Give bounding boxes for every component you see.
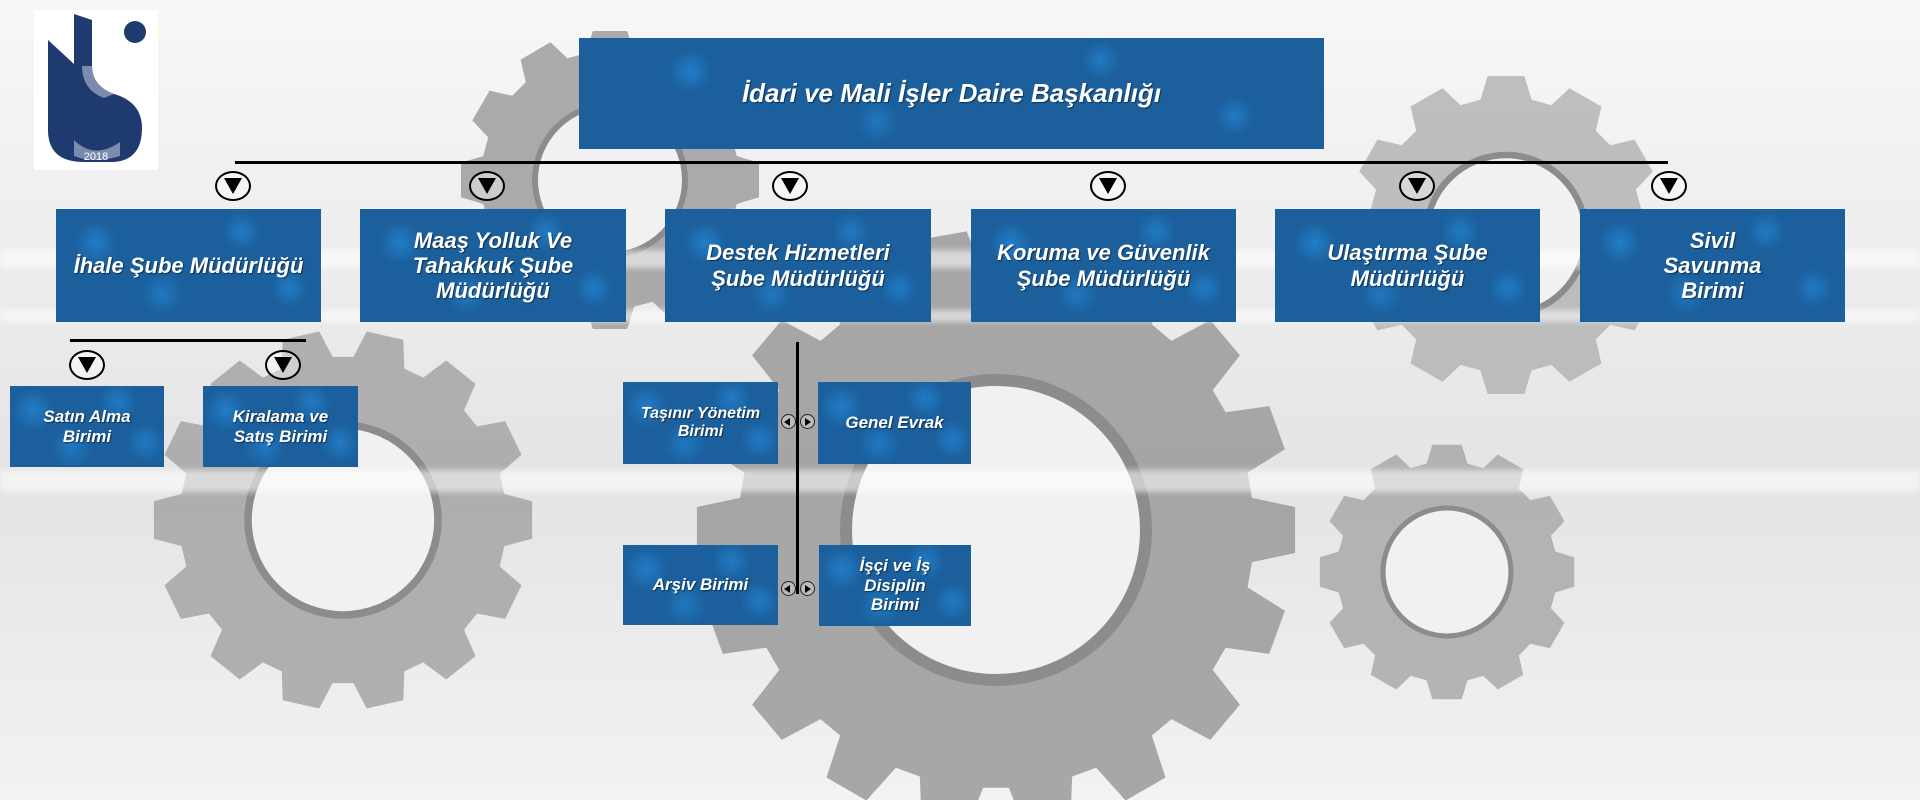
chevron-right-icon: [800, 414, 815, 429]
department-sivil-savunma[interactable]: Sivil Savunma Birimi: [1580, 209, 1845, 322]
chevron-down-icon: [215, 171, 251, 201]
chevron-down-icon: [772, 171, 808, 201]
chevron-down-icon: [469, 171, 505, 201]
chevron-right-icon: [800, 581, 815, 596]
department-label: Sivil Savunma Birimi: [1663, 227, 1762, 304]
chevron-down-icon: [1090, 171, 1126, 201]
department-label: Ulaştırma Şube Müdürlüğü: [1327, 240, 1488, 291]
department-ihale[interactable]: İhale Şube Müdürlüğü: [56, 209, 321, 322]
unit-label: Kiralama ve Satış Birimi: [232, 406, 329, 446]
department-label: Destek Hizmetleri Şube Müdürlüğü: [706, 240, 890, 291]
gear-hole: [1380, 505, 1514, 639]
department-label: Maaş Yolluk Ve Tahakkuk Şube Müdürlüğü: [412, 227, 574, 304]
chevron-left-icon: [781, 414, 796, 429]
head-box[interactable]: İdari ve Mali İşler Daire Başkanlığı: [579, 38, 1324, 149]
department-destek[interactable]: Destek Hizmetleri Şube Müdürlüğü: [665, 209, 931, 322]
unit-label: Genel Evrak: [845, 413, 944, 433]
department-label: İhale Şube Müdürlüğü: [73, 252, 304, 278]
unit-satin-alma[interactable]: Satın Alma Birimi: [10, 386, 164, 467]
unit-label: Satın Alma Birimi: [43, 406, 131, 446]
department-label: Koruma ve Güvenlik Şube Müdürlüğü: [997, 240, 1210, 291]
unit-kiralama[interactable]: Kiralama ve Satış Birimi: [203, 386, 358, 467]
unit-arsiv[interactable]: Arşiv Birimi: [623, 545, 778, 625]
unit-tasinir[interactable]: Taşınır Yönetim Birimi: [623, 382, 778, 464]
chevron-down-icon: [1651, 171, 1687, 201]
head-label: İdari ve Mali İşler Daire Başkanlığı: [741, 77, 1162, 108]
unit-label: İşçi ve İş Disiplin Birimi: [859, 556, 931, 615]
logo-year: 2018: [84, 151, 108, 163]
background-streak: [0, 470, 1920, 492]
unit-label: Taşınır Yönetim Birimi: [640, 404, 761, 440]
unit-genel-evrak[interactable]: Genel Evrak: [818, 382, 971, 464]
chevron-down-icon: [265, 350, 301, 380]
unit-label: Arşiv Birimi: [652, 575, 749, 595]
destek-connector-line: [796, 342, 799, 594]
unit-isci-is-disiplin[interactable]: İşçi ve İş Disiplin Birimi: [819, 545, 971, 626]
chevron-down-icon: [69, 350, 105, 380]
department-koruma[interactable]: Koruma ve Güvenlik Şube Müdürlüğü: [971, 209, 1236, 322]
university-logo: 2018: [34, 10, 158, 170]
main-connector-line: [235, 161, 1668, 164]
chevron-down-icon: [1399, 171, 1435, 201]
ihale-connector-line: [70, 339, 306, 342]
department-ulastirma[interactable]: Ulaştırma Şube Müdürlüğü: [1275, 209, 1540, 322]
chevron-left-icon: [781, 581, 796, 596]
department-maas[interactable]: Maaş Yolluk Ve Tahakkuk Şube Müdürlüğü: [360, 209, 626, 322]
